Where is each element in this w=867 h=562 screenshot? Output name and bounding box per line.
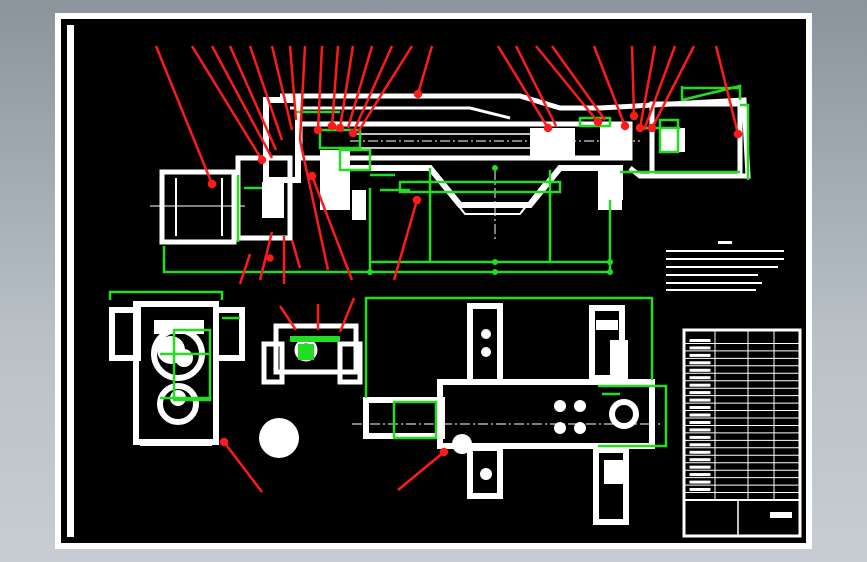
binding-gap [74, 25, 82, 537]
title-block-cell-text [689, 480, 711, 484]
gearbox-dimensions [108, 290, 240, 402]
part-leader-lines-bottom [219, 297, 449, 493]
title-block-cell-text [689, 443, 711, 447]
title-block-cell-text [689, 361, 711, 365]
title-block-cell-text [689, 368, 711, 372]
technical-notes [666, 241, 784, 291]
plan-upper-leg [467, 303, 503, 385]
title-block-cell-text [689, 421, 711, 424]
title-block-cell-text [689, 428, 711, 432]
plan-view-holes [452, 320, 628, 484]
plan-view [352, 303, 660, 525]
title-block-cell-text [689, 458, 711, 462]
binding-strip [67, 25, 74, 537]
main-view-dimensions [162, 84, 750, 275]
title-block-cell-text [689, 406, 711, 409]
title-block-cell-text [689, 376, 711, 380]
part-leader-lines-top [154, 45, 743, 285]
title-block-cell-text [689, 473, 711, 477]
title-block-cell-text [689, 353, 711, 357]
title-block-cell-text [689, 346, 711, 350]
title-block-cell-text [689, 339, 711, 342]
gear-small [157, 383, 199, 425]
title-block-cell-text [689, 465, 711, 469]
title-block-cell-text [689, 398, 711, 402]
title-block [682, 328, 802, 538]
title-block-cell-text [689, 391, 711, 395]
carriage-frame [350, 165, 623, 208]
handwheel-detail [259, 418, 299, 458]
title-block-cell-text [689, 413, 711, 417]
motor-body [159, 169, 237, 245]
title-block-cell-text [689, 435, 711, 439]
plan-center-body [437, 379, 655, 449]
bearing-section-fill [290, 336, 340, 360]
title-block-cell-text [689, 383, 711, 387]
nut-block [530, 128, 575, 156]
gearbox-side-view [109, 301, 245, 445]
title-block-cell-text [689, 488, 711, 491]
gearbox-details [140, 336, 299, 458]
main-view-dim-ticks [367, 165, 613, 275]
plan-view-dimensions [364, 296, 668, 448]
title-block-cell-text [689, 450, 711, 454]
end-housing [649, 101, 743, 179]
